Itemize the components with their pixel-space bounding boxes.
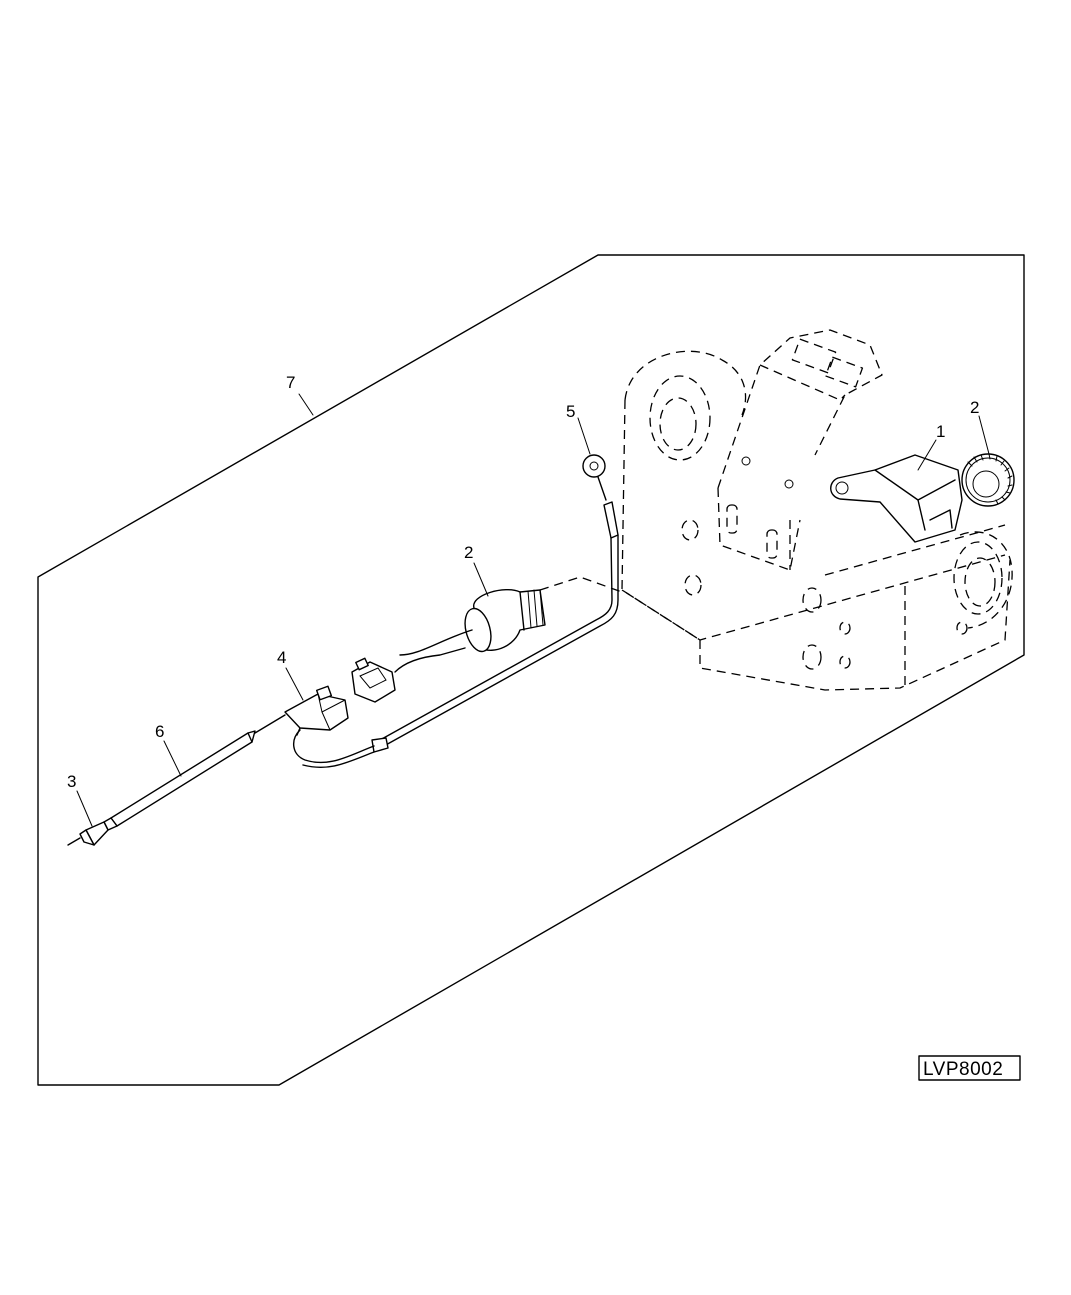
callout-4: 4 [277,648,286,667]
callout-5: 5 [566,402,575,421]
speed-sensor-body [399,588,546,656]
tractor-frame-phantom [539,329,1013,691]
kit-boundary-outline [37,254,1025,1086]
ring-terminal-ground [379,454,619,747]
wiring-harness [67,647,466,846]
callout-6: 6 [155,722,164,741]
callout-7: 7 [286,373,295,392]
leader-lines [76,393,990,827]
callout-labels: 7 5 2 4 6 3 1 2 [67,373,979,791]
callout-2-bracket: 2 [970,398,979,417]
callout-1: 1 [936,422,945,441]
callout-2-sensor: 2 [464,543,473,562]
reference-code: LVP8002 [923,1059,1003,1080]
reference-code-box: LVP8002 [918,1055,1021,1081]
mounting-bracket [830,454,963,543]
callout-3: 3 [67,772,76,791]
knurled-jam-nut [961,453,1015,507]
